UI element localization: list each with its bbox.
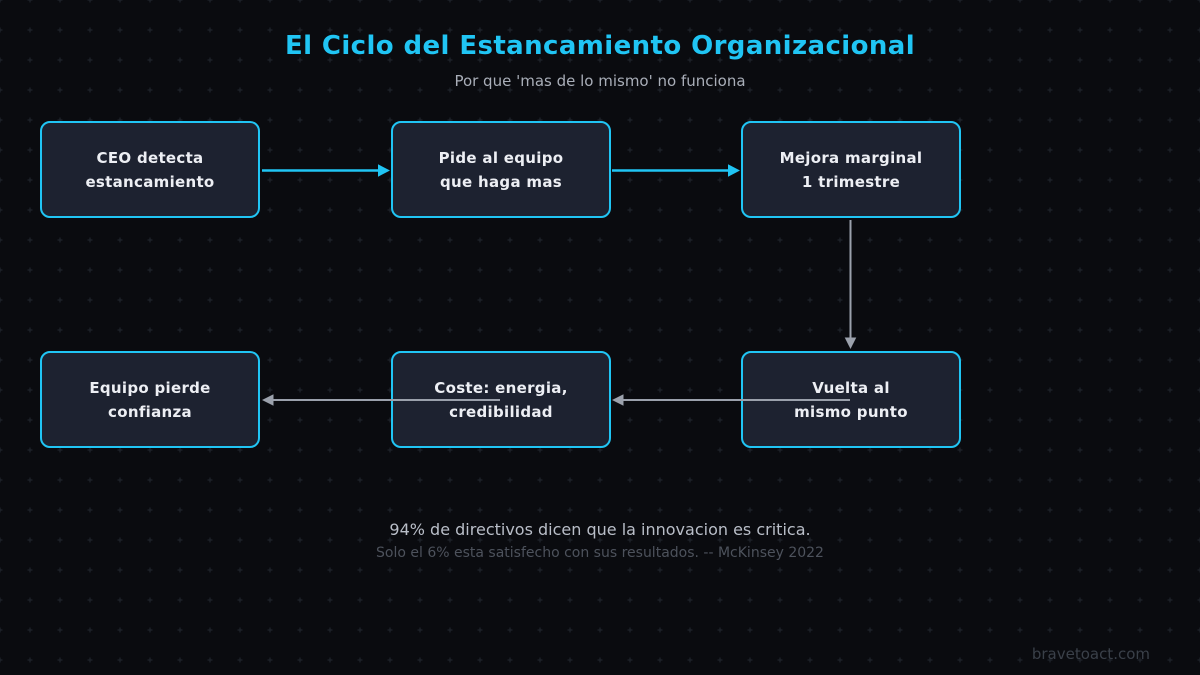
footer-source-line: Solo el 6% esta satisfecho con sus resul… <box>376 545 824 561</box>
node-label-line: credibilidad <box>449 402 553 421</box>
node-label-line: estancamiento <box>85 172 215 191</box>
footer-stat-line: 94% de directivos dicen que la innovacio… <box>389 520 811 539</box>
node-pide-al-equipo: Pide al equipo que haga mas <box>391 121 611 218</box>
node-label-line: que haga mas <box>440 172 562 191</box>
node-coste-energia: Coste: energia, credibilidad <box>391 351 611 448</box>
page-title: El Ciclo del Estancamiento Organizaciona… <box>284 31 916 61</box>
node-vuelta-mismo-punto: Vuelta al mismo punto <box>741 351 961 448</box>
node-label-line: Mejora marginal <box>779 148 923 167</box>
node-label-line: Coste: energia, <box>434 378 568 397</box>
node-mejora-marginal: Mejora marginal 1 trimestre <box>741 121 961 218</box>
node-ceo-detecta-estancamiento: CEO detecta estancamiento <box>40 121 260 218</box>
node-label-line: Vuelta al <box>812 378 890 397</box>
watermark-url: bravetoact.com <box>1031 645 1150 663</box>
node-label-line: 1 trimestre <box>801 172 901 191</box>
node-label-line: mismo punto <box>794 402 908 421</box>
node-equipo-pierde-confianza: Equipo pierde confianza <box>40 351 260 448</box>
node-label-line: Pide al equipo <box>438 148 564 167</box>
header: El Ciclo del Estancamiento Organizaciona… <box>0 31 1200 90</box>
node-label-line: Equipo pierde <box>89 378 211 397</box>
node-label-line: confianza <box>108 402 192 421</box>
page-subtitle: Por que 'mas de lo mismo' no funciona <box>454 72 746 90</box>
node-label-line: CEO detecta <box>96 148 204 167</box>
